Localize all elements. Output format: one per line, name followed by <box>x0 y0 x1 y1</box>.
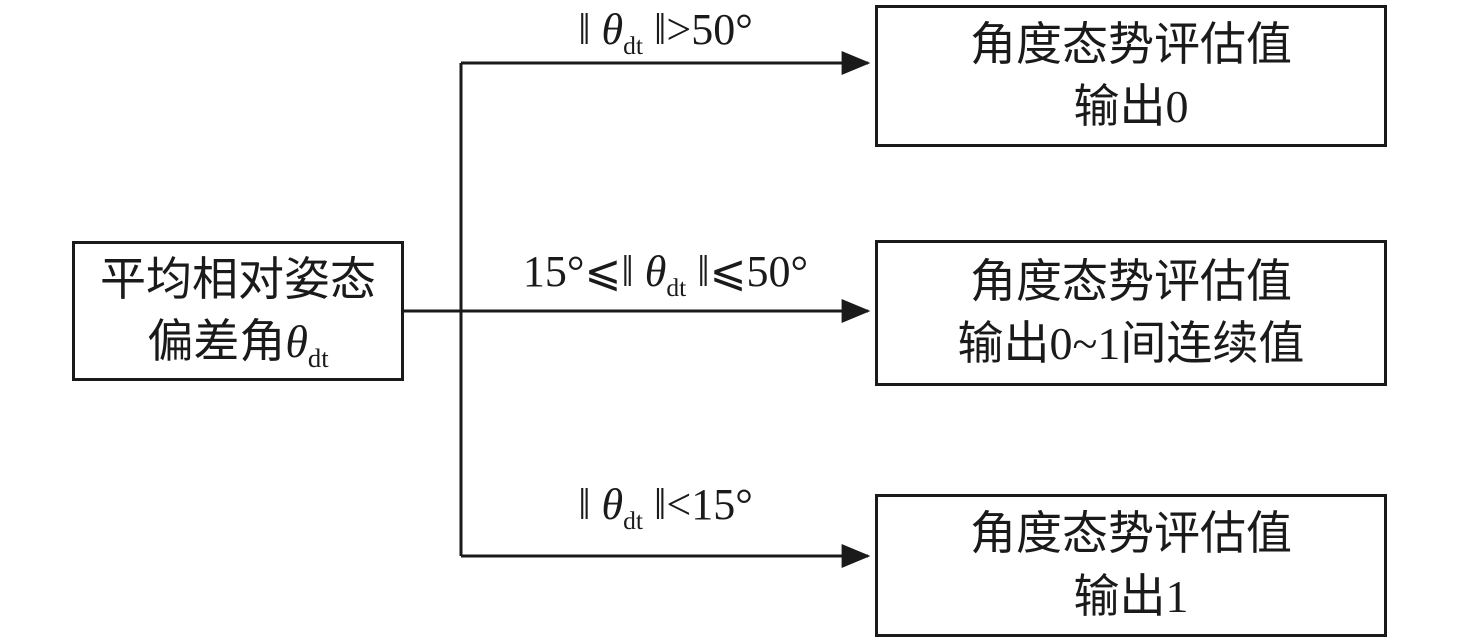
outcome-node-bottom: 角度态势评估值 输出1 <box>875 494 1387 637</box>
outcome-node-middle: 角度态势评估值 输出0~1间连续值 <box>875 240 1387 386</box>
condition-pre: 15°⩽‖ <box>522 247 645 296</box>
outcome-line1: 角度态势评估值 <box>970 508 1292 560</box>
branch-condition-bottom: ‖ θdt ‖<15° <box>458 480 873 533</box>
outcome-line2: 输出1 <box>1073 570 1189 622</box>
source-node-line1: 平均相对姿态 <box>100 253 376 305</box>
outcome-line2: 输出0~1间连续值 <box>957 318 1305 369</box>
outcome-line1: 角度态势评估值 <box>970 18 1292 70</box>
theta-symbol: θ <box>285 316 308 367</box>
source-node-line2: 偏差角θdt <box>147 311 328 373</box>
outcome-line1: 角度态势评估值 <box>970 255 1292 307</box>
source-node-line2-prefix: 偏差角 <box>147 316 286 367</box>
condition-post: ‖<15° <box>643 480 753 529</box>
condition-pre: ‖ <box>578 480 602 529</box>
condition-post: ‖⩽50° <box>686 247 809 296</box>
theta-symbol: θ <box>601 480 624 529</box>
theta-subscript: dt <box>623 30 644 60</box>
outcome-node-top: 角度态势评估值 输出0 <box>875 5 1387 147</box>
branch-condition-top: ‖ θdt ‖>50° <box>458 5 873 58</box>
theta-symbol: θ <box>601 5 624 54</box>
condition-post: ‖>50° <box>643 5 753 54</box>
outcome-line2: 输出0 <box>1073 81 1189 132</box>
theta-subscript: dt <box>666 272 687 302</box>
source-node: 平均相对姿态 偏差角θdt <box>72 241 404 381</box>
theta-symbol: θ <box>644 247 667 296</box>
branch-condition-middle: 15°⩽‖ θdt ‖⩽50° <box>458 247 873 300</box>
condition-pre: ‖ <box>578 5 602 54</box>
theta-subscript: dt <box>623 505 644 535</box>
theta-subscript: dt <box>307 343 329 374</box>
